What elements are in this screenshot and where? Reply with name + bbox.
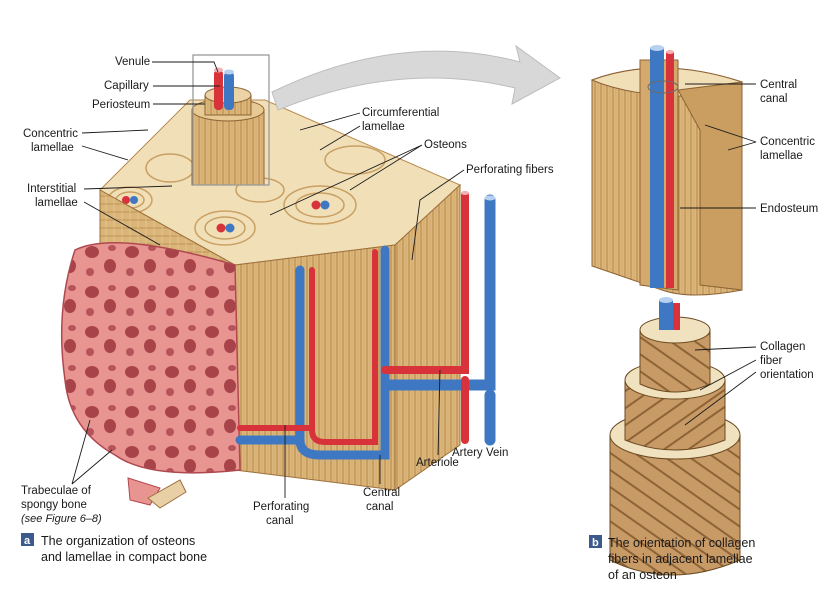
label-collagen-3: orientation xyxy=(760,369,814,381)
label-perforating-fibers: Perforating fibers xyxy=(466,164,554,176)
label-b-concentric-lamellae-1: Concentric xyxy=(760,136,815,148)
panel-b-labels: Central canal Concentric lamellae Endost… xyxy=(680,79,818,426)
column-vessels xyxy=(214,67,234,110)
label-b-central-canal-2: canal xyxy=(760,93,788,105)
caption-b: b The orientation of collagen fibers in … xyxy=(589,535,755,582)
caption-a: a The organization of osteons and lamell… xyxy=(21,533,207,564)
label-collagen-1: Collagen xyxy=(760,341,805,353)
blood-vessels xyxy=(235,191,496,460)
label-vein: Vein xyxy=(486,447,508,459)
caption-a-box xyxy=(21,533,34,546)
caption-b-letter: b xyxy=(592,537,599,549)
panel-a-labels: Venule Capillary Periosteum Concentric l… xyxy=(21,56,554,527)
caption-b-box xyxy=(589,535,602,548)
osteon-cutaway xyxy=(590,45,744,296)
label-perforating-canal-1: Perforating xyxy=(253,501,309,513)
label-perforating-canal-2: canal xyxy=(266,515,294,527)
label-trabeculae-1: Trabeculae of xyxy=(21,485,92,497)
caption-a-letter: a xyxy=(24,535,31,547)
caption-b-line2: fibers in adjacent lamellae xyxy=(608,552,753,566)
label-b-central-canal-1: Central xyxy=(760,79,797,91)
label-artery: Artery xyxy=(452,447,483,459)
label-trabeculae-2: spongy bone xyxy=(21,499,87,511)
zoom-arrow xyxy=(271,44,561,111)
bone-fragment xyxy=(147,479,187,509)
label-b-concentric-lamellae-2: lamellae xyxy=(760,150,803,162)
zoom-box xyxy=(192,54,270,186)
central-vessels-b xyxy=(650,45,674,288)
label-circumferential-lamellae-1: Circumferential xyxy=(362,107,439,119)
label-osteons: Osteons xyxy=(424,139,467,151)
caption-b-line1: The orientation of collagen xyxy=(608,536,755,550)
label-collagen-2: fiber xyxy=(760,355,783,367)
collagen-cone xyxy=(609,297,741,576)
spongy-bone xyxy=(60,242,241,474)
label-concentric-lamellae-2: lamellae xyxy=(31,142,74,154)
label-concentric-lamellae-1: Concentric xyxy=(23,128,78,140)
osteon-canals xyxy=(122,196,330,233)
label-arteriole: Arteriole xyxy=(416,457,459,469)
caption-a-line2: and lamellae in compact bone xyxy=(41,550,207,564)
label-periosteum: Periosteum xyxy=(92,99,150,111)
label-central-canal-2: canal xyxy=(366,501,394,513)
caption-b-line3: of an osteon xyxy=(608,568,677,582)
compact-bone-block xyxy=(60,54,496,509)
caption-a-line1: The organization of osteons xyxy=(41,534,195,548)
label-capillary: Capillary xyxy=(104,80,149,92)
label-central-canal-1: Central xyxy=(363,487,400,499)
label-interstitial-lamellae-1: Interstitial xyxy=(27,183,76,195)
label-trabeculae-3: (see Figure 6–8) xyxy=(21,513,102,525)
label-endosteum: Endosteum xyxy=(760,203,818,215)
label-venule: Venule xyxy=(115,56,150,68)
label-interstitial-lamellae-2: lamellae xyxy=(35,197,78,209)
label-circumferential-lamellae-2: lamellae xyxy=(362,121,405,133)
